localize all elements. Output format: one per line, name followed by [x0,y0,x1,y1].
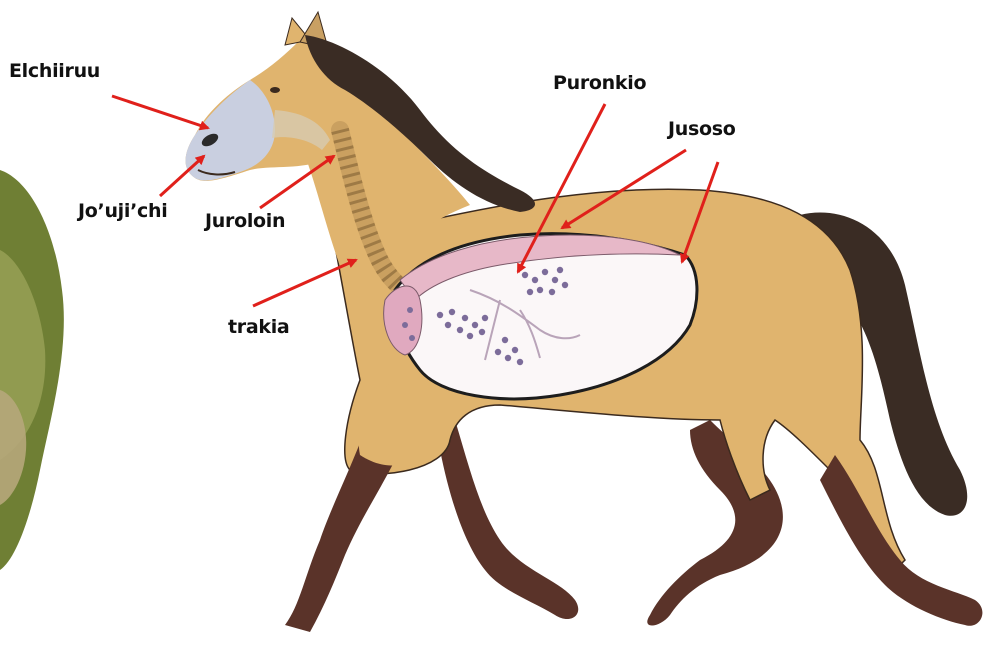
label-diaphragm: Jusoso [668,118,736,140]
arrow-trachea [253,260,356,306]
label-trachea: trakia [228,316,289,338]
label-nostril: Elchiiruu [9,60,100,82]
label-mouth: Jo’uji’chi [78,200,167,222]
eye-icon [270,87,280,93]
label-throat: Juroloin [205,210,285,232]
bush-background [0,170,64,570]
label-lungs: Puronkio [553,72,646,94]
arrow-nostril [112,96,208,128]
far-front-leg [440,420,578,619]
